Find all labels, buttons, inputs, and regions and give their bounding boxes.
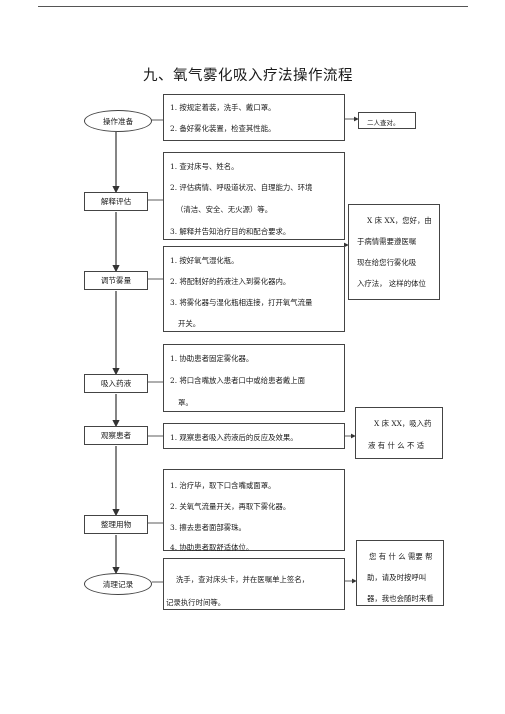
detail-box-explain: 1. 查对床号、姓名。 2. 评估病情、呼吸道状况、自理能力、环境 （清洁、安全…: [163, 152, 345, 240]
detail-box-inhale: 1. 协助患者固定雾化器。 2. 将口含嘴放入患者口中或给患者戴上面 罩。: [163, 344, 345, 412]
detail-line: 2. 关氧气流量开关，再取下雾化器。: [170, 502, 291, 511]
detail-line: 1. 按规定着装，洗手、戴口罩。: [170, 103, 276, 112]
detail-line: 3. 擦去患者面部雾珠。: [170, 523, 246, 532]
detail-box-observe: 1. 观察患者吸入药液后的反应及效果。: [163, 423, 345, 449]
detail-line: 1. 观察患者吸入药液后的反应及效果。: [170, 433, 298, 442]
detail-line: 3. 解释并告知治疗目的和配合要求。: [170, 227, 291, 236]
note-call-bell: 您 有 什 么 需要 帮 助，请及时按呼叫 器，我也会随时来看: [356, 540, 444, 606]
detail-line: 1. 按好氧气湿化瓶。: [170, 256, 239, 265]
step-observe: 观察患者: [84, 426, 148, 445]
detail-line: 开关。: [178, 319, 201, 328]
detail-line: 2. 备好雾化装置，检查其性能。: [170, 124, 276, 133]
note-line: 于病情需要遵医嘱: [357, 237, 417, 246]
detail-line: 1. 协助患者固定雾化器。: [170, 354, 254, 363]
note-line: 入疗法， 这样的体位: [357, 279, 426, 288]
detail-box-adjust: 1. 按好氧气湿化瓶。 2. 将配制好的药液注入到雾化器内。 3. 将雾化器与湿…: [163, 246, 345, 332]
page-title: 九、氧气雾化吸入疗法操作流程: [143, 68, 353, 84]
note-line: X 床 XX，吸入药: [374, 419, 432, 428]
detail-line: 2. 评估病情、呼吸道状况、自理能力、环境: [170, 183, 313, 192]
note-line: 现在给您行雾化吸: [357, 258, 417, 267]
note-line: 助，请及时按呼叫: [367, 573, 427, 582]
detail-line: 罩。: [178, 398, 193, 407]
detail-line: 2. 将口含嘴放入患者口中或给患者戴上面: [170, 376, 306, 385]
detail-box-record: 洗手，查对床头卡，并在医嘱单上签名， 记录执行时间等。: [163, 558, 345, 610]
detail-line: 1. 治疗毕，取下口含嘴或面罩。: [170, 481, 276, 490]
detail-box-prepare: 1. 按规定着装，洗手、戴口罩。 2. 备好雾化装置，检查其性能。: [163, 94, 345, 141]
step-clean-record: 清理记录: [84, 573, 152, 595]
detail-line: 4. 协助患者取舒适体位。: [170, 543, 254, 552]
detail-line: 2. 将配制好的药液注入到雾化器内。: [170, 277, 291, 286]
step-tidy: 整理用物: [84, 515, 148, 534]
note-explain-script: X 床 XX，您好，由 于病情需要遵医嘱 现在给您行雾化吸 入疗法， 这样的体位: [348, 204, 440, 300]
step-adjust-mist: 调节雾量: [84, 271, 148, 290]
detail-line: （清洁、安全、无火源）等。: [176, 205, 273, 214]
detail-line: 3. 将雾化器与湿化瓶相连接，打开氧气流量: [170, 298, 313, 307]
note-line: 二人查对。: [367, 119, 400, 127]
note-line: X 床 XX，您好，由: [367, 216, 432, 225]
header-rule: [38, 6, 468, 7]
detail-line: 洗手，查对床头卡，并在医嘱单上签名，: [176, 575, 310, 584]
detail-box-tidy: 1. 治疗毕，取下口含嘴或面罩。 2. 关氧气流量开关，再取下雾化器。 3. 擦…: [163, 469, 345, 552]
step-explain-assess: 解释评估: [84, 192, 148, 211]
note-line: 您 有 什 么 需要 帮: [369, 552, 433, 561]
detail-line: 记录执行时间等。: [166, 598, 226, 607]
step-inhale: 吸入药液: [84, 374, 148, 393]
step-prepare: 操作准备: [84, 110, 152, 132]
note-line: 液 有 什 么 不 适: [368, 441, 425, 450]
note-ask-discomfort: X 床 XX，吸入药 液 有 什 么 不 适: [355, 407, 443, 459]
detail-line: 1. 查对床号、姓名。: [170, 162, 239, 171]
note-line: 器，我也会随时来看: [367, 594, 434, 603]
note-double-check: 二人查对。: [358, 112, 416, 129]
